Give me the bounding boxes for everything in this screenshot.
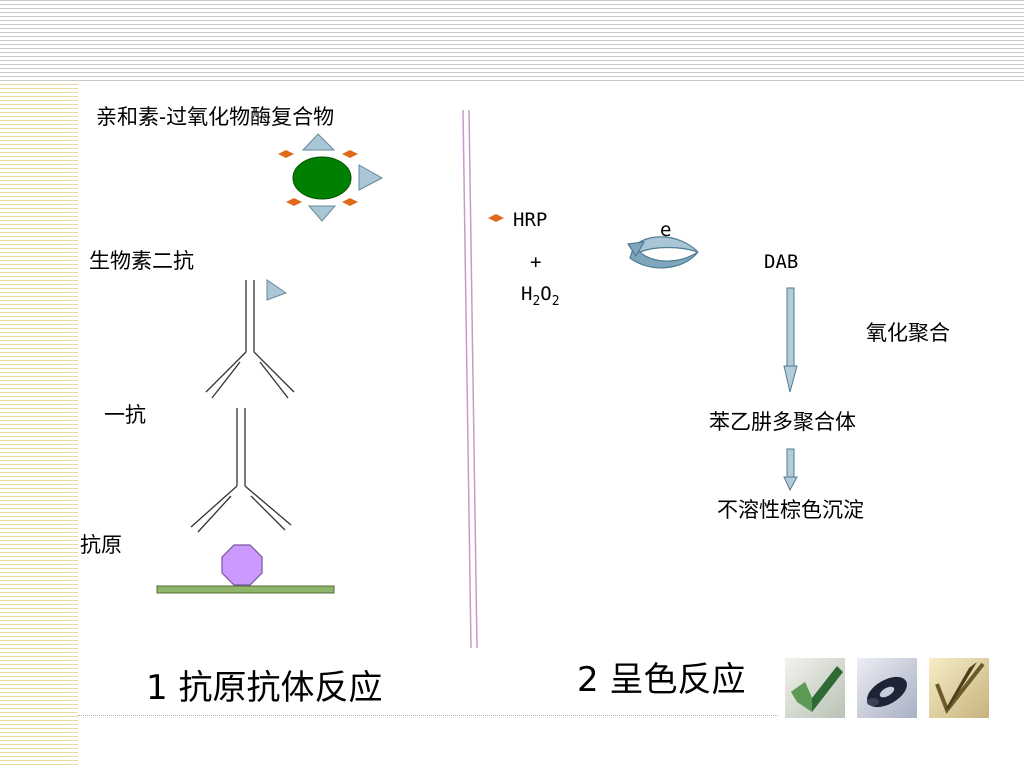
enzyme-diamond-1: [278, 150, 294, 158]
polymer-label: 苯乙肼多聚合体: [709, 410, 856, 434]
left-section-title: 1 抗原抗体反应: [146, 668, 383, 708]
left-stripe-band: [0, 84, 78, 768]
h2o2-formula: H2O2: [521, 283, 560, 309]
biotin-secondary-label: 生物素二抗: [89, 249, 194, 273]
membrane-bar: [156, 585, 335, 594]
down-arrow-1: [783, 287, 798, 393]
center-divider-line-2: [468, 109, 478, 649]
right-section-title: 2 呈色反应: [577, 660, 746, 700]
avidin-core: [292, 156, 352, 200]
hrp-label: HRP: [513, 209, 548, 231]
primary-antibody-label: 一抗: [104, 403, 146, 427]
biotin-tag-triangle: [266, 279, 288, 301]
secondary-antibody: [205, 280, 295, 399]
enzyme-diamond-4: [342, 198, 358, 206]
electron-arrow: [626, 236, 699, 269]
bottom-divider: [78, 715, 778, 716]
complex-label: 亲和素-过氧化物酶复合物: [96, 105, 335, 129]
biotin-triangle-bottom: [307, 205, 337, 222]
biotin-triangle-top: [301, 133, 336, 151]
enzyme-diamond-3: [286, 198, 302, 206]
center-divider-line-1: [462, 109, 472, 649]
oxidation-label: 氧化聚合: [866, 321, 950, 345]
electron-label: e: [660, 219, 672, 241]
antigen-label: 抗原: [80, 533, 122, 557]
plus-sign: +: [530, 251, 542, 273]
biotin-triangle-right: [358, 164, 384, 191]
disc-icon: [857, 658, 917, 718]
top-stripe-band: [0, 0, 1024, 84]
checkmark-icon: [785, 658, 845, 718]
antigen-octagon: [221, 544, 263, 586]
enzyme-diamond-2: [342, 150, 358, 158]
pen-check-icon: [929, 658, 989, 718]
hrp-diamond-icon: [488, 214, 504, 222]
avidin-peroxidase-complex: [278, 133, 384, 222]
primary-antibody: [190, 408, 292, 533]
down-arrow-2: [783, 448, 798, 492]
precipitate-label: 不溶性棕色沉淀: [717, 498, 864, 522]
dab-label: DAB: [764, 251, 799, 273]
